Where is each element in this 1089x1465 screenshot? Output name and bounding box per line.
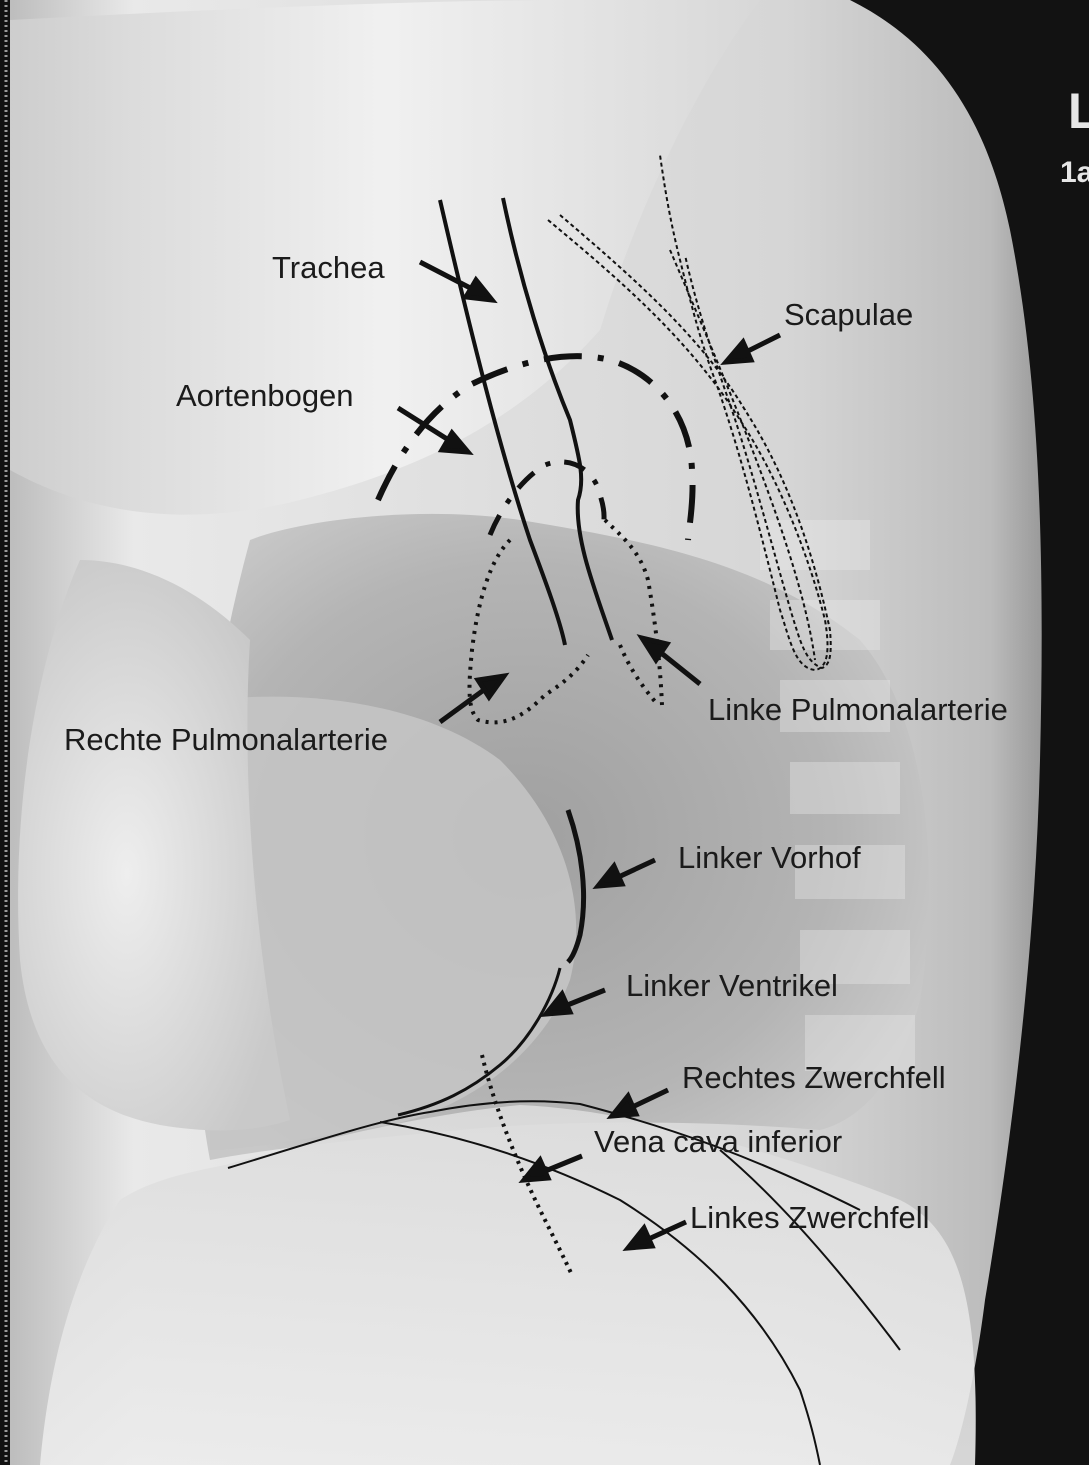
breast-soft-tissue (18, 560, 290, 1130)
label-rechte-pulmonalarterie: Rechte Pulmonalarterie (64, 722, 388, 757)
label-linkes-zwerchfell: Linkes Zwerchfell (690, 1200, 929, 1235)
label-linker-vorhof: Linker Vorhof (678, 840, 861, 875)
label-aortenbogen: Aortenbogen (176, 378, 354, 413)
label-linker-ventrikel: Linker Ventrikel (626, 968, 838, 1003)
label-scapulae: Scapulae (784, 297, 913, 332)
label-rechtes-zwerchfell: Rechtes Zwerchfell (682, 1060, 946, 1095)
corner-marker-letter: L (1068, 83, 1089, 139)
label-linke-pulmonalarterie: Linke Pulmonalarterie (708, 692, 1008, 727)
corner-marker-code: 1a (1060, 156, 1089, 189)
label-vena-cava-inferior: Vena cava inferior (594, 1124, 842, 1159)
label-trachea: Trachea (272, 250, 385, 285)
